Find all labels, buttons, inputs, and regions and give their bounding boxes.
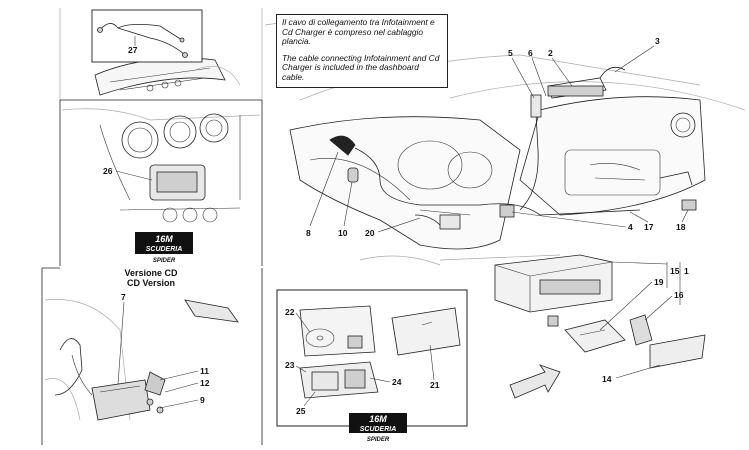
label-17: 17 [644,222,654,232]
label-22: 22 [285,307,295,317]
direction-arrow-left [184,299,239,323]
cable-note-box: Il cavo di collegamento tra Infotainment… [276,14,448,88]
label-11: 11 [200,366,209,376]
label-19: 19 [654,277,664,287]
label-16: 16 [674,290,684,300]
label-25: 25 [296,406,306,416]
gps-antenna [329,135,356,156]
label-12: 12 [200,378,210,388]
label-27: 27 [128,45,138,55]
cd-version-italian: Versione CD [124,268,178,278]
dashboard-assembly [264,19,746,266]
label-23: 23 [285,360,295,370]
label-18: 18 [676,222,686,232]
badge-top-scuderia: SCUDERIA [146,246,183,253]
label-24: 24 [392,377,402,387]
cd-version-english: CD Version [126,278,175,288]
label-9: 9 [200,395,205,405]
label-6: 6 [528,48,533,58]
direction-arrow-right [509,364,561,399]
label-15: 15 [670,266,680,276]
label-1: 1 [684,266,689,276]
cable-note-italian: Il cavo di collegamento tra Infotainment… [282,17,435,47]
remote-control [629,314,653,346]
badge-bottom-scuderia: SCUDERIA [360,426,397,433]
label-7: 7 [121,292,126,302]
label-2: 2 [548,48,553,58]
panel-dashboard-vents: 26 [61,108,261,223]
label-21: 21 [430,380,440,390]
dashboard-labels: 5 6 2 3 8 10 20 4 17 18 15 1 19 16 14 [306,36,689,384]
panel-cable-detail: 27 [59,8,263,100]
faceplate-logo [649,334,706,369]
badge-top-spider: SPIDER [153,258,176,264]
label-5: 5 [508,48,513,58]
badge-bottom-spider: SPIDER [367,437,390,443]
panel-cd-version: 7 11 12 9 [41,267,263,445]
cd-changer-unit [91,379,151,421]
label-3: 3 [655,36,660,46]
badge-bottom-16m: 16M [369,414,387,424]
cable-note-english: The cable connecting Infotainment and Cd… [282,52,440,82]
label-14: 14 [602,374,612,384]
label-4: 4 [628,222,633,232]
aux-socket [681,199,697,211]
badge-bottom: 16M SCUDERIA SPIDER [349,413,407,443]
badge-top-16m: 16M [155,234,173,244]
label-20: 20 [365,228,375,238]
antenna-connector [347,167,359,183]
manual-booklet [564,319,626,353]
badge-top: 16M SCUDERIA SPIDER [135,232,193,264]
head-unit-group [494,254,706,399]
cable-harness [99,23,186,56]
label-26: 26 [103,166,113,176]
panel-kit-contents: 22 23 24 21 25 [276,289,468,427]
label-10: 10 [338,228,348,238]
label-8: 8 [306,228,311,238]
usb-connector [530,94,542,118]
